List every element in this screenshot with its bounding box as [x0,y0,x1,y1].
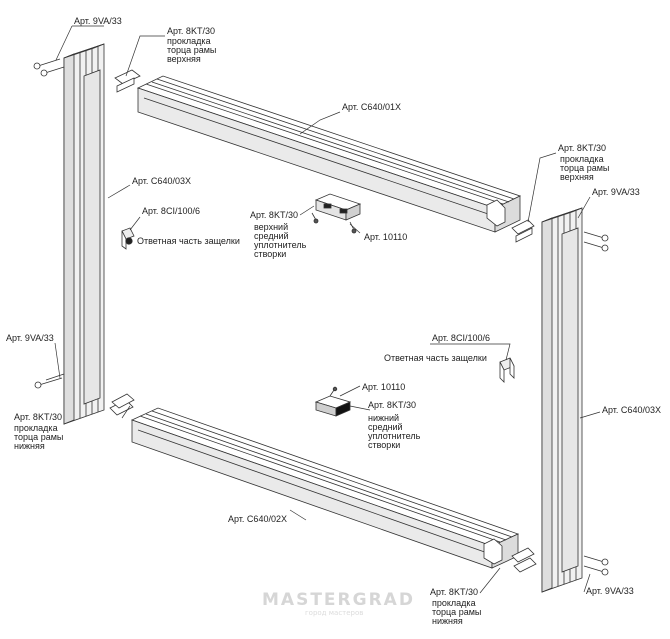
strike-plate-left [121,227,135,250]
leader-lines [54,25,601,594]
screw-bottom-left [34,373,65,389]
label-10110-upper: Арт. 10110 [364,232,407,242]
label-9va-top-left: Арт. 9VA/33 [74,16,122,26]
label-seal-lower-1: нижний [368,413,399,423]
label-9va-left-bottom: Арт. 9VA/33 [6,333,54,343]
label-gasket-right-top-2: торца рамы [560,163,609,173]
label-gasket-right-top-1: прокладка [560,154,604,164]
label-8kt-bottom-right: Арт. 8KT/30 [430,587,478,597]
label-8ci-left: Арт. 8CI/100/6 [142,206,200,216]
upper-middle-seal [311,193,362,234]
label-9va-bottom-right: Арт. 9VA/33 [586,586,634,596]
label-seal-lower-2: средний [368,422,403,432]
label-seal-upper-2: средний [254,231,289,241]
label-9va-right-top: Арт. 9VA/33 [592,187,640,197]
label-gasket-br-2: торца рамы [432,607,481,617]
label-8kt-right-top: Арт. 8KT/30 [558,143,606,153]
label-gasket-top-2: торца рамы [167,45,216,55]
label-gasket-lb-2: торца рамы [14,432,63,442]
label-gasket-lb-1: прокладка [14,423,58,433]
label-c640-03x-right: Арт. C640/03X [602,405,661,415]
lower-middle-seal [314,386,352,417]
label-gasket-right-top-3: верхняя [560,172,594,182]
watermark-logo: MASTERGRAD [262,590,415,610]
gasket-top-left [114,69,141,93]
label-gasket-top-1: прокладка [167,36,211,46]
label-seal-upper-1: верхний [254,222,288,232]
label-c640-02x: Арт. C640/02X [228,514,287,524]
label-8kt-mid-lower: Арт. 8KT/30 [368,400,416,410]
label-gasket-br-3: нижняя [432,616,463,626]
label-gasket-lb-3: нижняя [14,441,45,451]
watermark-tagline: город мастеров [305,609,363,617]
label-strike-left: Ответная часть защелки [137,236,240,246]
top-horizontal-profile [136,75,522,233]
screw-top-left [33,58,65,77]
label-8kt-top: Арт. 8KT/30 [167,26,215,36]
gasket-top-right [511,219,535,243]
right-vertical-profile [541,207,583,593]
label-8kt-mid-upper: Арт. 8KT/30 [250,210,298,220]
watermark: MASTERGRAD город мастеров [262,590,415,617]
label-seal-upper-3: уплотнитель [254,240,307,250]
label-10110-lower: Арт. 10110 [362,382,405,392]
label-c640-03x-left: Арт. C640/03X [132,176,191,186]
left-vertical-profile [63,43,105,425]
label-seal-lower-4: створки [368,440,400,450]
label-c640-01x: Арт. C640/01X [342,102,401,112]
label-seal-upper-4: створки [254,249,286,259]
label-8kt-left-bottom: Арт. 8KT/30 [14,412,62,422]
label-strike-right: Ответная часть защелки [384,353,487,363]
callout-labels: Арт. 9VA/33 Арт. 8KT/30 прокладка торца … [6,16,661,626]
label-gasket-top-3: верхняя [167,54,201,64]
label-seal-lower-3: уплотнитель [368,431,421,441]
screw-bottom-right [583,555,609,576]
label-gasket-br-1: прокладка [432,598,476,608]
gasket-bottom-right [511,547,537,573]
bottom-horizontal-profile [130,407,520,569]
strike-plate-right [499,357,515,383]
gasket-bottom-left [109,393,135,416]
label-8ci-right: Арт. 8CI/100/6 [432,333,490,343]
screw-top-right [583,231,609,252]
